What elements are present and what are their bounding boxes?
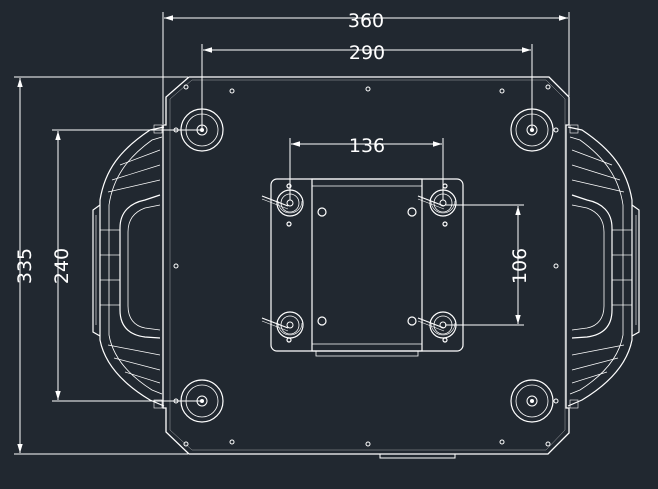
housing-outline — [162, 76, 570, 459]
dimension-bracket-width — [289, 138, 444, 200]
dimension-label-overall-width: 360 — [348, 10, 384, 32]
foot-bottom-right — [510, 379, 554, 423]
dimension-overall-depth — [14, 76, 188, 455]
mounting-bracket — [270, 178, 464, 357]
bracket-pins — [261, 195, 445, 332]
dimension-mount-width — [201, 44, 533, 128]
right-handle — [567, 124, 640, 409]
dimension-label-bracket-depth: 106 — [509, 248, 531, 284]
dimension-label-bracket-width: 136 — [349, 135, 385, 157]
dimension-overall-width — [162, 12, 570, 124]
dimension-label-mount-depth: 240 — [51, 248, 73, 284]
dimension-mount-depth — [52, 129, 200, 402]
left-handle — [92, 124, 165, 409]
dimension-label-overall-depth: 335 — [14, 248, 36, 284]
dimension-label-mount-width: 290 — [349, 42, 385, 64]
dimension-bracket-depth — [445, 204, 524, 326]
